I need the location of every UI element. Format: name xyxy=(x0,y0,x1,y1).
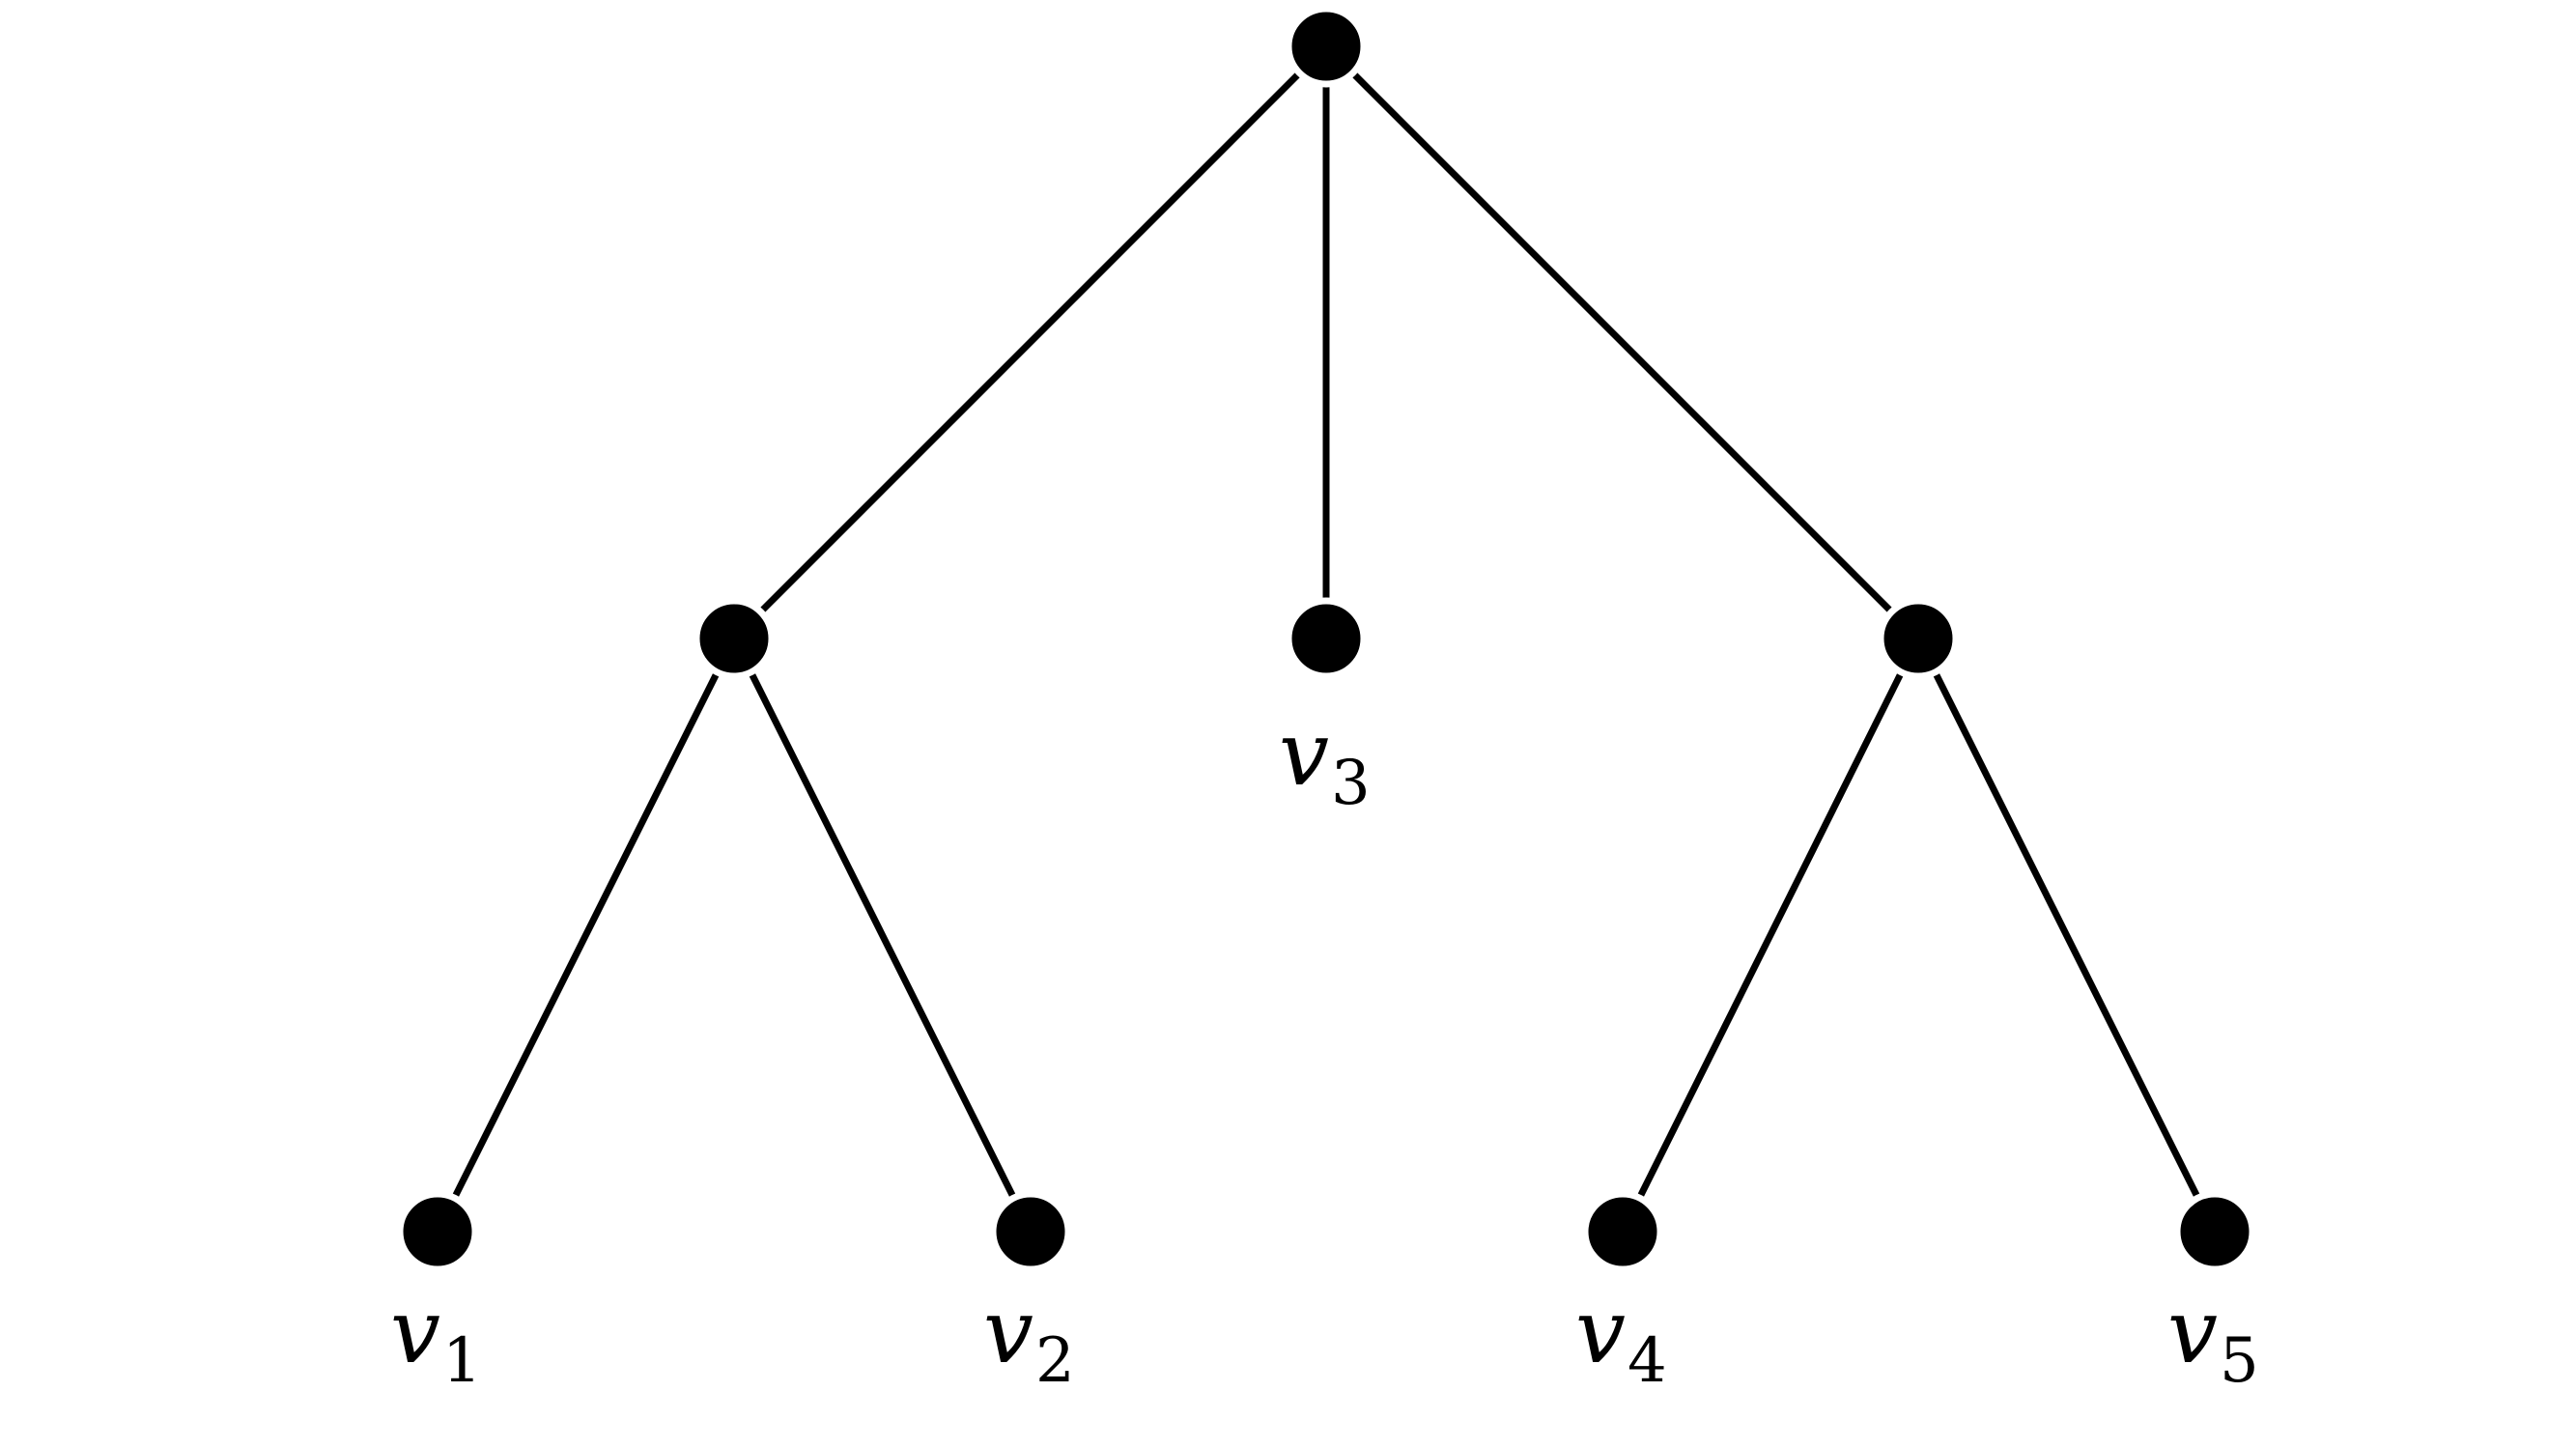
label-v2-variable: v xyxy=(983,1280,1033,1383)
right-internal-node xyxy=(1877,597,1960,680)
root-node xyxy=(1285,5,1368,88)
leaf-node-v4 xyxy=(1581,1190,1664,1273)
node-labels: v3 v1 v2 v4 v5 xyxy=(390,702,2259,1397)
tree-nodes xyxy=(396,5,2256,1273)
label-v4: v4 xyxy=(1575,1280,1667,1397)
label-v5: v5 xyxy=(2167,1280,2259,1397)
edge-left-internal-v2 xyxy=(730,637,1034,1234)
leaf-node-v5 xyxy=(2173,1190,2256,1273)
label-v3-subscript: 3 xyxy=(1331,748,1371,819)
label-v3: v3 xyxy=(1279,702,1371,819)
label-v1: v1 xyxy=(390,1280,482,1397)
leaf-node-v3 xyxy=(1285,597,1368,680)
edge-left-internal-v1 xyxy=(434,637,738,1234)
label-v2: v2 xyxy=(983,1280,1075,1397)
label-v2-subscript: 2 xyxy=(1035,1325,1075,1397)
label-v4-subscript: 4 xyxy=(1628,1325,1667,1397)
edge-right-internal-v4 xyxy=(1619,637,1922,1234)
edge-right-internal-v5 xyxy=(1914,637,2219,1234)
label-v3-variable: v xyxy=(1279,702,1329,806)
left-internal-node xyxy=(693,597,776,680)
leaf-node-v1 xyxy=(396,1190,479,1273)
tree-edges xyxy=(434,43,2219,1234)
label-v1-variable: v xyxy=(390,1280,440,1383)
leaf-node-v2 xyxy=(989,1190,1072,1273)
label-v4-variable: v xyxy=(1575,1280,1626,1383)
label-v1-subscript: 1 xyxy=(442,1325,482,1397)
label-v5-variable: v xyxy=(2167,1280,2218,1383)
edge-root-left-internal xyxy=(731,43,1329,641)
label-v5-subscript: 5 xyxy=(2220,1325,2259,1397)
edge-root-right-internal xyxy=(1323,43,1921,641)
